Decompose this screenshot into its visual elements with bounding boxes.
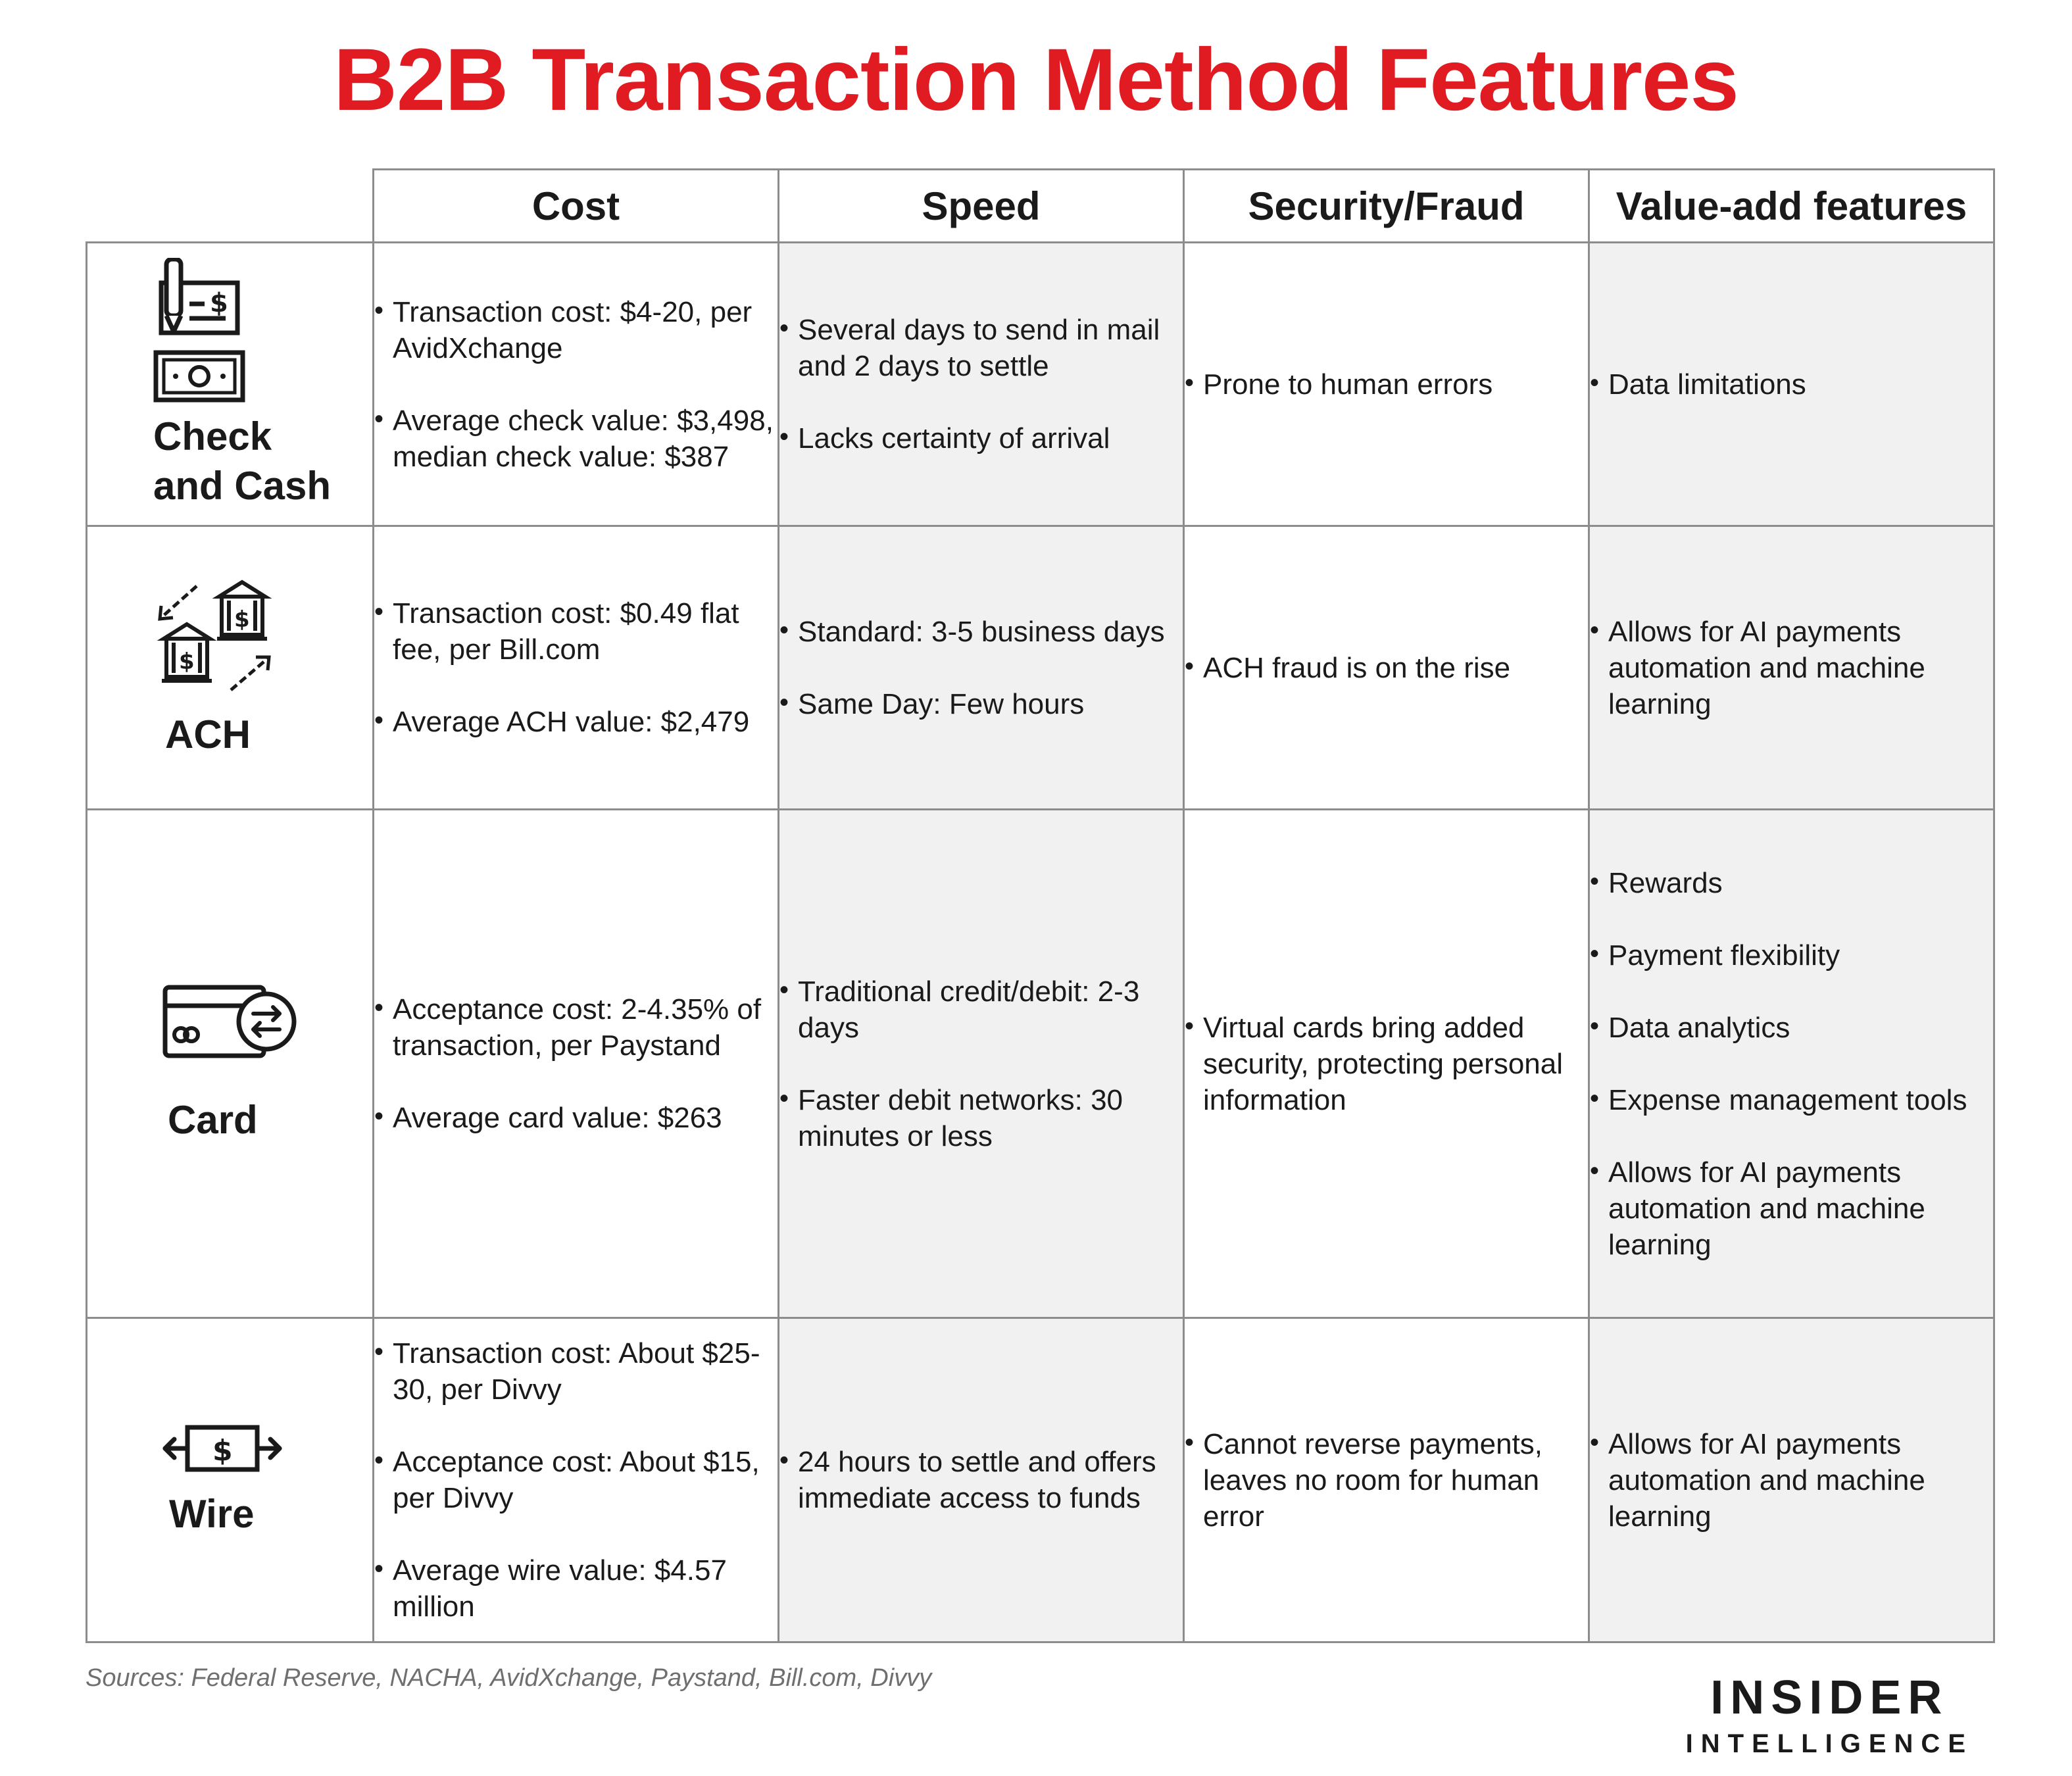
list-item: Allows for AI payments automation and ma… xyxy=(1590,1425,1993,1535)
cash-icon xyxy=(153,350,245,403)
cost-cell: Transaction cost: $0.49 flat fee, per Bi… xyxy=(372,525,779,810)
list-item: Virtual cards bring added security, prot… xyxy=(1185,1008,1588,1118)
table-row: $ $ xyxy=(86,525,1995,810)
list-item: Faster debit networks: 30 minutes or les… xyxy=(779,1081,1183,1154)
list-item: Average wire value: $4.57 million xyxy=(374,1551,777,1625)
value-add-cell: Data limitations xyxy=(1588,241,1995,527)
svg-text:$: $ xyxy=(234,606,250,633)
table-row: $ Wire Transaction cost: About $25-30, p… xyxy=(86,1317,1995,1643)
header-row: Cost Speed Security/Fraud Value-add feat… xyxy=(86,168,1995,243)
bank-transfer-icon: $ $ xyxy=(153,577,278,695)
check-icon: $ xyxy=(153,258,245,337)
cost-cell: Transaction cost: About $25-30, per Divv… xyxy=(372,1317,779,1643)
list-item: ACH fraud is on the rise xyxy=(1185,649,1588,686)
list-item: 24 hours to settle and offers immediate … xyxy=(779,1443,1183,1516)
cost-cell: Acceptance cost: 2-4.35% of transaction,… xyxy=(372,808,779,1319)
header-security: Security/Fraud xyxy=(1183,168,1590,243)
corner-cell xyxy=(86,169,374,243)
list-item: Average card value: $263 xyxy=(374,1098,777,1136)
table-row: Card Acceptance cost: 2-4.35% of transac… xyxy=(86,808,1995,1319)
security-cell: ACH fraud is on the rise xyxy=(1183,525,1590,810)
wire-transfer-icon: $ xyxy=(160,1422,285,1475)
header-speed: Speed xyxy=(777,168,1185,243)
method-cell: $ Check and Cash xyxy=(86,241,374,527)
list-item: Average ACH value: $2,479 xyxy=(374,703,777,740)
list-item: Transaction cost: About $25-30, per Divv… xyxy=(374,1334,777,1408)
speed-cell: 24 hours to settle and offers immediate … xyxy=(777,1317,1185,1643)
features-table: Cost Speed Security/Fraud Value-add feat… xyxy=(86,168,1995,1643)
list-item: Prone to human errors xyxy=(1185,365,1588,403)
method-label: Card xyxy=(168,1097,258,1142)
list-item: Acceptance cost: 2-4.35% of transaction,… xyxy=(374,990,777,1064)
speed-cell: Several days to send in mail and 2 days … xyxy=(777,241,1185,527)
list-item: Several days to send in mail and 2 days … xyxy=(779,310,1183,384)
list-item: Standard: 3-5 business days xyxy=(779,612,1183,650)
list-item: Transaction cost: $0.49 flat fee, per Bi… xyxy=(374,594,777,668)
security-cell: Virtual cards bring added security, prot… xyxy=(1183,808,1590,1319)
security-cell: Cannot reverse payments, leaves no room … xyxy=(1183,1317,1590,1643)
header-cost: Cost xyxy=(372,168,779,243)
list-item: Acceptance cost: About $15, per Divvy xyxy=(374,1443,777,1516)
brand-line2: INTELLIGENCE xyxy=(1685,1729,1973,1758)
sources-note: Sources: Federal Reserve, NACHA, AvidXch… xyxy=(86,1664,932,1692)
list-item: Data analytics xyxy=(1590,1008,1993,1046)
svg-text:$: $ xyxy=(212,1434,233,1468)
list-item: Transaction cost: $4-20, per AvidXchange xyxy=(374,293,777,366)
value-add-cell: Rewards Payment flexibility Data analyti… xyxy=(1588,808,1995,1319)
cost-cell: Transaction cost: $4-20, per AvidXchange… xyxy=(372,241,779,527)
brand-line1: INSIDER xyxy=(1710,1671,1949,1724)
list-item: Payment flexibility xyxy=(1590,936,1993,974)
method-label: Check and Cash xyxy=(153,414,332,508)
list-item: Data limitations xyxy=(1590,365,1993,403)
list-item: Lacks certainty of arrival xyxy=(779,419,1183,456)
list-item: Expense management tools xyxy=(1590,1081,1993,1118)
header-value-add: Value-add features xyxy=(1588,168,1995,243)
speed-cell: Traditional credit/debit: 2-3 days Faste… xyxy=(777,808,1185,1319)
list-item: Rewards xyxy=(1590,864,1993,901)
list-item: Traditional credit/debit: 2-3 days xyxy=(779,972,1183,1046)
list-item: Cannot reverse payments, leaves no room … xyxy=(1185,1425,1588,1535)
page-title: B2B Transaction Method Features xyxy=(333,31,1739,129)
svg-text:$: $ xyxy=(210,288,228,318)
card-exchange-icon xyxy=(161,983,299,1069)
value-add-cell: Allows for AI payments automation and ma… xyxy=(1588,1317,1995,1643)
method-cell: Card xyxy=(86,808,374,1319)
method-cell: $ Wire xyxy=(86,1317,374,1643)
list-item: Average check value: $3,498, median chec… xyxy=(374,401,777,475)
brand-logo: INSIDER INTELLIGENCE xyxy=(1686,1674,1973,1759)
method-cell: $ $ xyxy=(86,525,374,810)
value-add-cell: Allows for AI payments automation and ma… xyxy=(1588,525,1995,810)
security-cell: Prone to human errors xyxy=(1183,241,1590,527)
svg-text:$: $ xyxy=(179,649,195,675)
method-label: ACH xyxy=(165,712,251,756)
list-item: Allows for AI payments automation and ma… xyxy=(1590,612,1993,722)
table-row: $ Check and Cash Transaction cost: xyxy=(86,241,1995,527)
method-label: Wire xyxy=(169,1491,255,1536)
speed-cell: Standard: 3-5 business days Same Day: Fe… xyxy=(777,525,1185,810)
list-item: Same Day: Few hours xyxy=(779,685,1183,722)
list-item: Allows for AI payments automation and ma… xyxy=(1590,1153,1993,1263)
